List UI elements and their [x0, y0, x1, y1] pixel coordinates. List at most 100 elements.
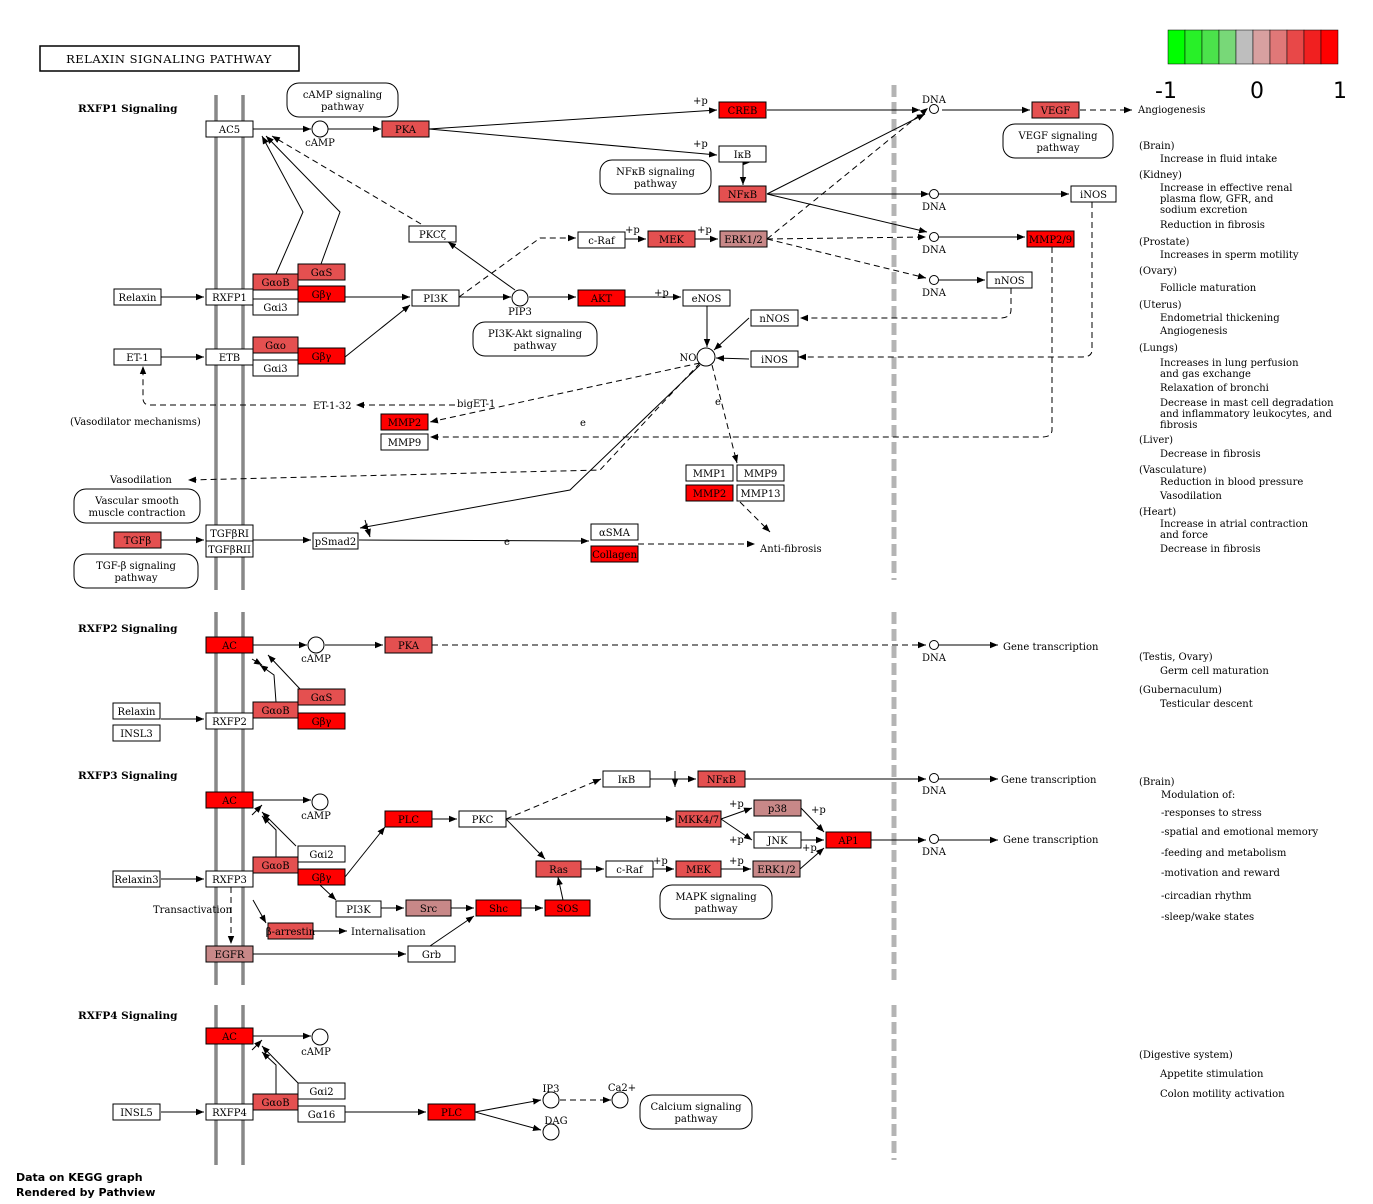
- gene-node-et1[interactable]: ET-1: [113, 348, 162, 366]
- compound-no[interactable]: [696, 347, 716, 367]
- gene-node-mek1[interactable]: MEK: [647, 230, 696, 248]
- gene-node-gao2[interactable]: Gαo: [252, 336, 299, 354]
- gene-node-mmp2b[interactable]: MMP2: [685, 484, 734, 502]
- gene-node-gas1[interactable]: GαS: [297, 263, 346, 281]
- gene-node-gby2[interactable]: Gβγ: [297, 347, 346, 365]
- gene-node-erk1[interactable]: ERK1/2: [719, 230, 768, 248]
- gene-node-gby4[interactable]: Gβγ: [297, 868, 346, 886]
- gene-node-relaxin2[interactable]: Relaxin: [112, 702, 161, 720]
- gene-node-ac5[interactable]: AC5: [205, 120, 254, 138]
- gene-node-gby3[interactable]: Gβγ: [297, 712, 346, 730]
- gene-node-gai3b[interactable]: Gαi3: [252, 359, 299, 377]
- compound-pip3[interactable]: [511, 289, 529, 307]
- gene-node-mmp9b[interactable]: MMP9: [736, 464, 785, 482]
- gene-node-rxfp4[interactable]: RXFP4: [205, 1103, 254, 1121]
- gene-node-nfkb3[interactable]: NFκB: [697, 770, 746, 788]
- gene-node-pka2[interactable]: PKA: [384, 636, 433, 654]
- gene-node-barr[interactable]: β-arrestin: [266, 922, 316, 940]
- gene-node-pi3k3[interactable]: PI3K: [335, 900, 382, 918]
- gene-node-jnk[interactable]: JNK: [753, 831, 802, 849]
- gene-node-rxfp1[interactable]: RXFP1: [205, 288, 254, 306]
- compound-dag[interactable]: [542, 1123, 560, 1141]
- compound-camp4[interactable]: [311, 1028, 329, 1046]
- gene-node-inos2[interactable]: iNOS: [750, 350, 799, 368]
- gene-node-psmad2[interactable]: pSmad2: [312, 532, 359, 550]
- gene-node-gai2a[interactable]: Gαi2: [297, 845, 346, 863]
- gene-node-gaob4[interactable]: GαoB: [252, 1093, 299, 1111]
- gene-node-tgfb[interactable]: TGFβ: [113, 531, 162, 549]
- compound-camp2[interactable]: [307, 636, 325, 654]
- gene-node-asma[interactable]: αSMA: [590, 523, 639, 541]
- gene-node-ras[interactable]: Ras: [535, 860, 582, 878]
- gene-node-creb[interactable]: CREB: [718, 101, 767, 119]
- gene-node-src[interactable]: Src: [405, 899, 452, 917]
- gene-node-mmp29[interactable]: MMP2/9: [1026, 230, 1075, 248]
- gene-node-tgfbr1[interactable]: TGFβRI: [205, 524, 254, 542]
- gene-node-gai3a[interactable]: Gαi3: [252, 298, 299, 316]
- gene-node-ap1[interactable]: AP1: [825, 831, 872, 849]
- gene-node-gaob1[interactable]: GαoB: [252, 273, 299, 291]
- gene-node-insl3[interactable]: INSL3: [112, 724, 161, 742]
- gene-node-ac2[interactable]: AC: [205, 636, 254, 654]
- gene-node-craf1[interactable]: c-Raf: [577, 231, 626, 249]
- gene-node-ga16[interactable]: Gα16: [297, 1105, 346, 1123]
- gene-node-insl5[interactable]: INSL5: [112, 1103, 161, 1121]
- gene-node-pkcz[interactable]: PKCζ: [408, 225, 457, 243]
- gene-node-plc4[interactable]: PLC: [427, 1103, 476, 1121]
- gene-node-collagen[interactable]: Collagen: [590, 545, 639, 563]
- gene-node-nnos2[interactable]: nNOS: [750, 309, 799, 327]
- gene-node-sos[interactable]: SOS: [544, 899, 591, 917]
- gene-node-plc3[interactable]: PLC: [384, 810, 433, 828]
- gene-node-akt[interactable]: AKT: [577, 289, 626, 307]
- gene-node-craf3[interactable]: c-Raf: [605, 860, 654, 878]
- gene-node-pi3k1[interactable]: PI3K: [411, 289, 460, 307]
- gene-node-relaxin1[interactable]: Relaxin: [113, 288, 162, 306]
- gene-node-mmp1[interactable]: MMP1: [685, 464, 734, 482]
- gene-node-gai2b[interactable]: Gαi2: [297, 1082, 346, 1100]
- gene-node-relaxin3[interactable]: Relaxin3: [112, 870, 161, 888]
- gene-node-mmp13[interactable]: MMP13: [736, 484, 785, 502]
- compound-camp3[interactable]: [311, 793, 329, 811]
- gene-node-egfr[interactable]: EGFR: [205, 945, 254, 963]
- gene-node-ikb1[interactable]: IκB: [718, 145, 767, 163]
- gene-node-ac3[interactable]: AC: [205, 791, 254, 809]
- gene-node-mmp9a[interactable]: MMP9: [380, 433, 429, 451]
- compound-camp1[interactable]: [311, 120, 329, 138]
- gene-node-enos[interactable]: eNOS: [682, 289, 731, 307]
- gene-node-ikb3[interactable]: IκB: [602, 770, 651, 788]
- gene-node-vegf[interactable]: VEGF: [1031, 101, 1080, 119]
- gene-node-grb[interactable]: Grb: [407, 945, 456, 963]
- gene-node-shc[interactable]: Shc: [475, 899, 522, 917]
- gene-node-ac4[interactable]: AC: [205, 1027, 254, 1045]
- gene-node-mmp2a[interactable]: MMP2: [380, 413, 429, 431]
- gene-node-rxfp3[interactable]: RXFP3: [205, 870, 254, 888]
- gene-node-nfkb1[interactable]: NFκB: [718, 185, 767, 203]
- gene-node-gaob2[interactable]: GαoB: [252, 701, 299, 719]
- gene-node-erk3[interactable]: ERK1/2: [752, 860, 801, 878]
- gene-label: RXFP2: [212, 717, 247, 728]
- gene-node-pkc3[interactable]: PKC: [458, 810, 507, 828]
- gene-node-p38[interactable]: p38: [753, 799, 802, 817]
- compound-ca[interactable]: [611, 1091, 629, 1109]
- gene-node-rxfp2[interactable]: RXFP2: [205, 712, 254, 730]
- gene-node-nnos1[interactable]: nNOS: [986, 271, 1033, 289]
- gene-node-pka1[interactable]: PKA: [381, 120, 430, 138]
- gene-node-tgfbr2[interactable]: TGFβRII: [205, 540, 254, 558]
- compound-ip3[interactable]: [542, 1091, 560, 1109]
- gene-node-inos1[interactable]: iNOS: [1070, 185, 1117, 203]
- gene-node-mek3[interactable]: MEK: [675, 860, 722, 878]
- gene-node-gaob3[interactable]: GαoB: [252, 856, 299, 874]
- gene-node-mkk47[interactable]: MKK4/7: [675, 810, 722, 828]
- gene-node-gas2[interactable]: GαS: [297, 688, 346, 706]
- gene-node-etb[interactable]: ETB: [205, 348, 254, 366]
- gene-node-gby1[interactable]: Gβγ: [297, 285, 346, 303]
